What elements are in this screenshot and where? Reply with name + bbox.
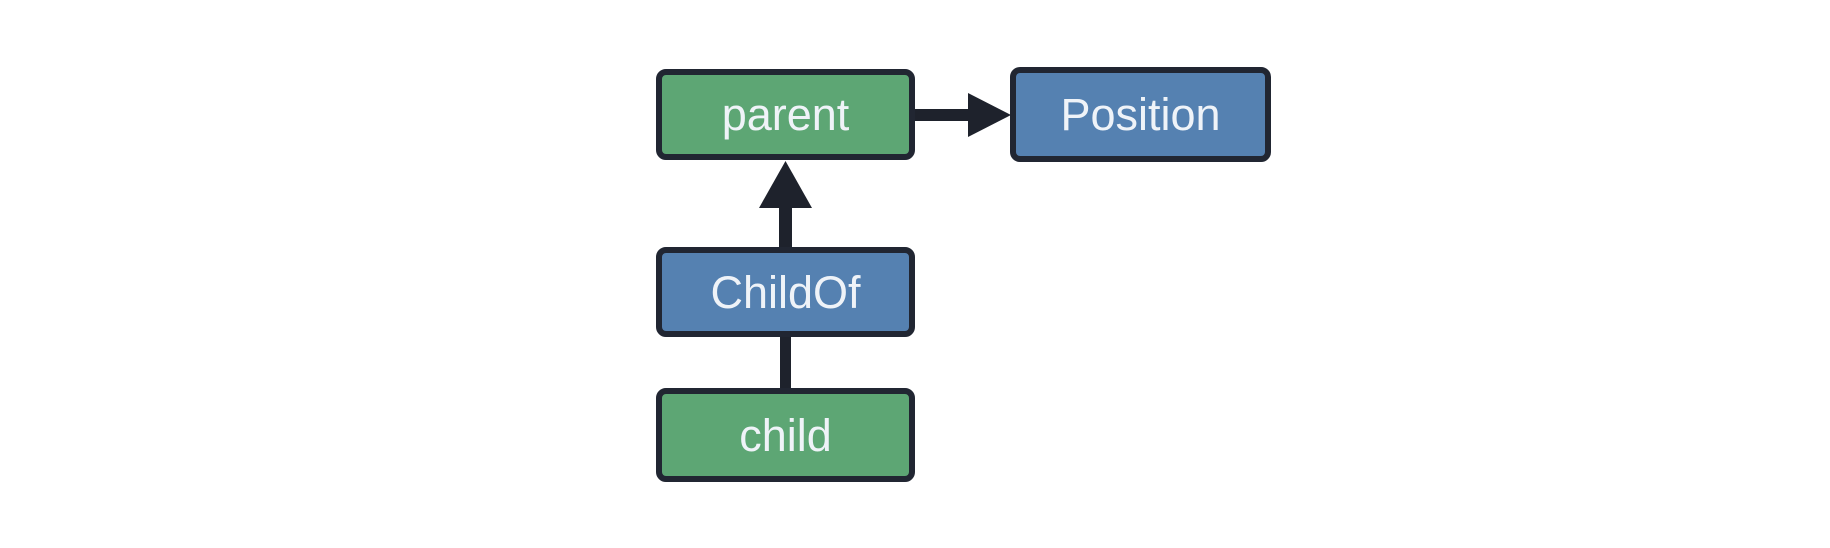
node-parent: parent: [656, 69, 915, 160]
node-childof: ChildOf: [656, 247, 915, 337]
node-childof-label: ChildOf: [710, 266, 861, 318]
node-position-label: Position: [1060, 89, 1221, 140]
node-position: Position: [1010, 67, 1271, 162]
arrow-childof-to-parent-icon: [759, 161, 812, 250]
node-parent-label: parent: [721, 89, 850, 140]
node-child-label: child: [739, 409, 832, 461]
connector-child-to-childof-icon: [780, 330, 791, 392]
arrow-parent-to-position-icon: [910, 93, 1011, 137]
node-child: child: [656, 388, 915, 482]
